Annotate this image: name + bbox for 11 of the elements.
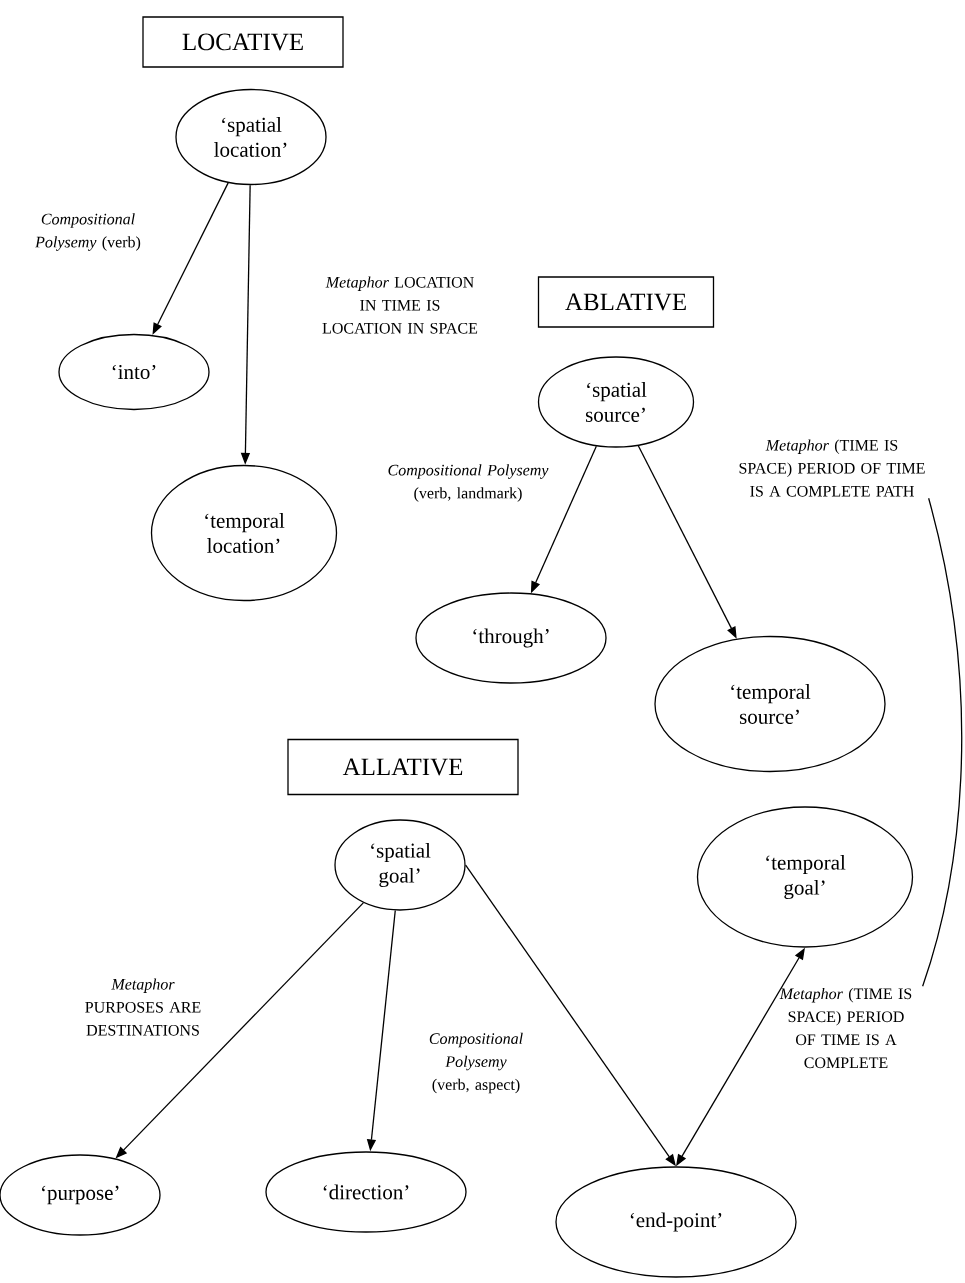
- metaphor-label: Metaphor (TIME IS SPACE) PERIOD OF TIME IS A COMPLETE: [779, 987, 912, 1069]
- edge-label: Compositional Polysemy (verb, landmark): [388, 464, 549, 502]
- metaphor-label: Metaphor (TIME IS SPACE) PERIOD OF TIME IS A COMPLETE PATH: [739, 439, 925, 497]
- case-label-box: LOCATIVE: [142, 16, 344, 68]
- edge-label: Compositional Polysemy (verb, aspect): [429, 1032, 523, 1094]
- edge-label: Compositional Polysemy (verb): [35, 213, 141, 251]
- edge-label: Metaphor PURPOSES ARE DESTINATIONS: [85, 978, 201, 1036]
- connector-curve: [922, 497, 963, 987]
- case-label-box: ABLATIVE: [537, 276, 715, 328]
- case-label-box: ALLATIVE: [287, 738, 519, 796]
- edge-label: Metaphor LOCATION IN TIME IS LOCATION IN SPACE: [322, 276, 478, 334]
